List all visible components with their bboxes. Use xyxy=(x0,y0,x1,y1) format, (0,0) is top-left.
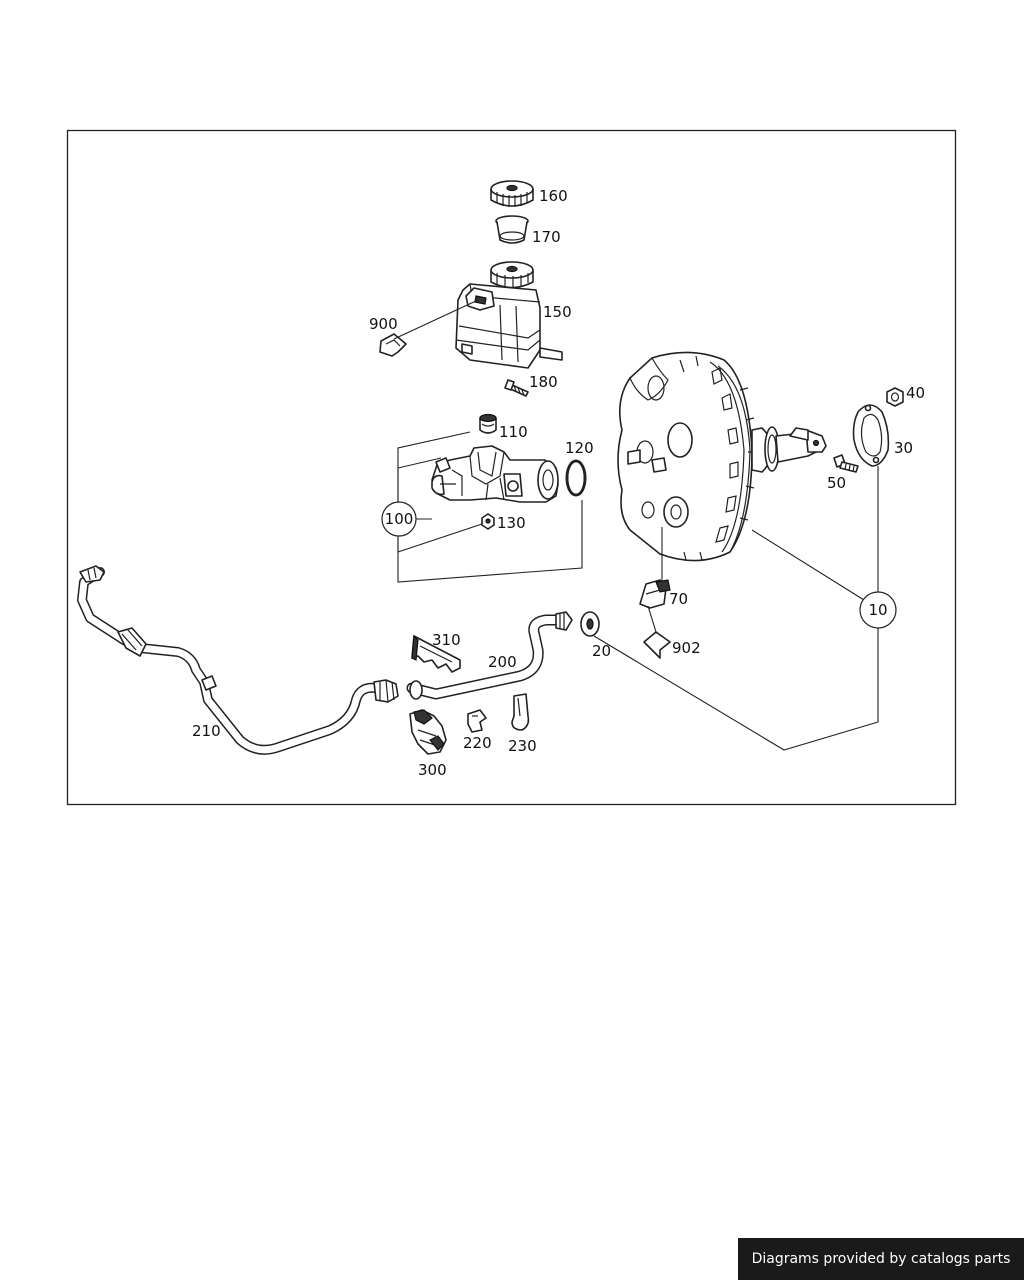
callout-100-leaders xyxy=(397,431,583,583)
label-110: 110 xyxy=(499,423,528,441)
part-130-nut xyxy=(481,513,495,530)
part-210-vacuum-line xyxy=(77,565,399,755)
label-120: 120 xyxy=(565,439,594,457)
part-100-master-cylinder xyxy=(431,445,559,503)
label-130: 130 xyxy=(497,514,526,532)
label-30: 30 xyxy=(894,439,913,457)
label-210: 210 xyxy=(192,722,221,740)
credit-banner: Diagrams provided by catalogs parts xyxy=(738,1238,1024,1280)
diagram-frame xyxy=(66,129,957,806)
label-70: 70 xyxy=(669,590,688,608)
label-150: 150 xyxy=(543,303,572,321)
part-902-connector xyxy=(643,605,671,659)
label-160: 160 xyxy=(539,187,568,205)
part-70-vacuum-sensor xyxy=(639,527,671,609)
part-200-vacuum-hose xyxy=(406,611,573,700)
part-20-grommet xyxy=(580,611,600,637)
part-220-clip xyxy=(467,709,487,733)
label-20: 20 xyxy=(592,642,611,660)
callout-10: 10 xyxy=(859,591,897,629)
label-900: 900 xyxy=(369,315,398,333)
label-50: 50 xyxy=(827,474,846,492)
part-180-pin xyxy=(504,379,529,397)
callout-100: 100 xyxy=(381,501,417,537)
part-300-clip-holder xyxy=(409,709,447,755)
label-310: 310 xyxy=(432,631,461,649)
part-900-connector xyxy=(379,299,479,357)
label-200: 200 xyxy=(488,653,517,671)
label-220: 220 xyxy=(463,734,492,752)
label-10: 10 xyxy=(868,601,887,619)
label-170: 170 xyxy=(532,228,561,246)
part-30-gasket xyxy=(852,404,890,467)
label-180: 180 xyxy=(529,373,558,391)
part-50-bolt xyxy=(833,454,859,473)
part-40-nut xyxy=(886,387,904,407)
part-170-filler-strainer xyxy=(495,215,529,244)
label-100: 100 xyxy=(385,510,414,528)
part-160-reservoir-cap xyxy=(490,180,534,207)
label-230: 230 xyxy=(508,737,537,755)
part-310-bracket xyxy=(411,634,461,673)
label-300: 300 xyxy=(418,761,447,779)
label-40: 40 xyxy=(906,384,925,402)
part-110-grommet xyxy=(479,413,497,434)
callout-10-leaders xyxy=(593,466,879,751)
brake-booster-body xyxy=(617,351,827,562)
credit-text: Diagrams provided by catalogs parts xyxy=(751,1251,1011,1267)
label-902: 902 xyxy=(672,639,701,657)
part-150-fluid-reservoir xyxy=(455,261,563,369)
part-120-seal-ring xyxy=(565,459,587,497)
part-230-clamp xyxy=(511,693,530,731)
